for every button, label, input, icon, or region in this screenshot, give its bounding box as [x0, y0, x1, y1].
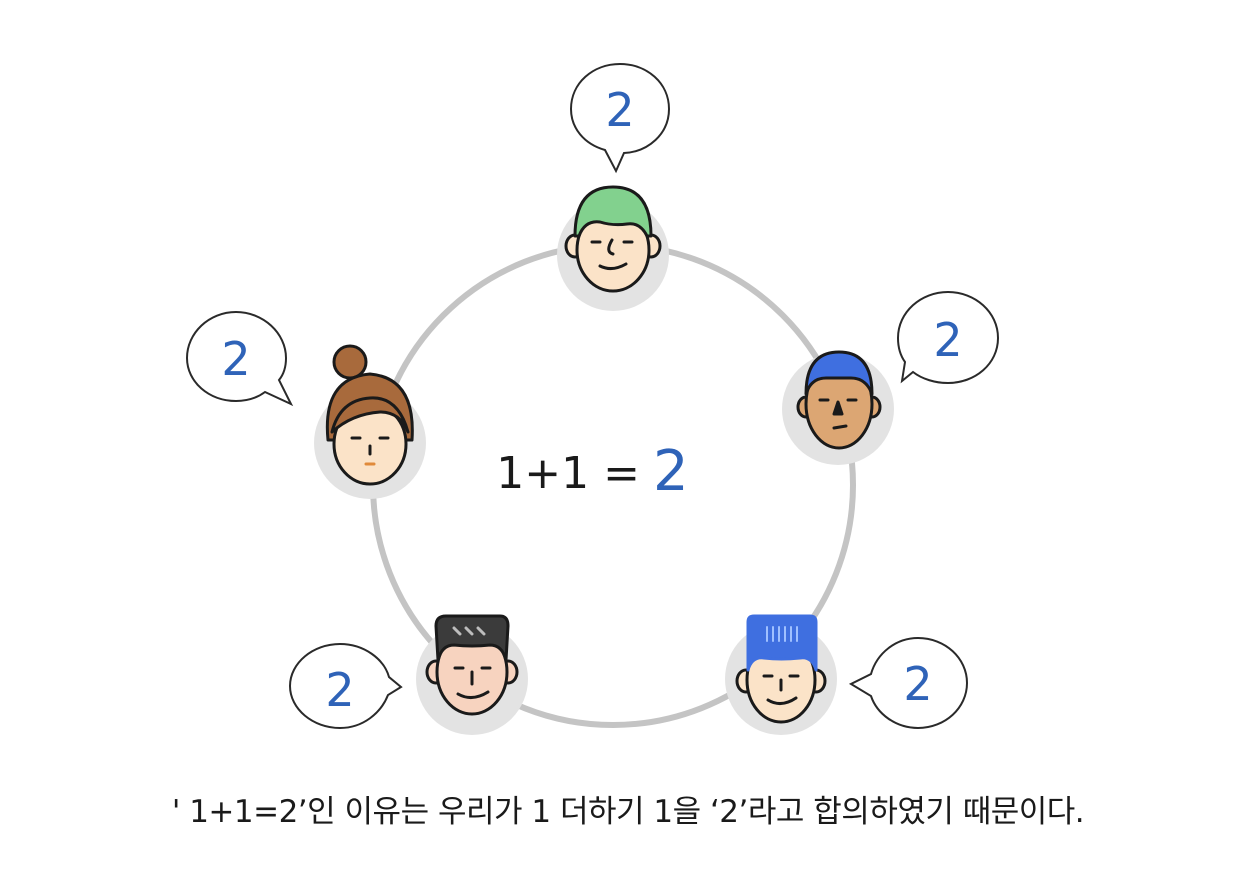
speech-bubble-right: 2 — [896, 290, 1000, 385]
blue-hair-tan-face-icon — [796, 350, 882, 450]
person-bottom-left — [416, 614, 528, 735]
person-top — [557, 185, 669, 311]
speech-bubble-text: 2 — [221, 332, 250, 386]
blue-striped-hair-face-icon — [735, 614, 827, 724]
equation-result: 2 — [653, 439, 689, 504]
center-equation: 1+1 = 2 — [496, 439, 688, 504]
caption: ' 1+1=2’인 이유는 우리가 1 더하기 1을 ‘2’라고 합의하였기 때… — [171, 794, 1085, 830]
speech-bubble-top: 2 — [569, 62, 671, 174]
speech-bubble-text: 2 — [933, 313, 962, 367]
speech-bubble-text: 2 — [605, 83, 634, 137]
speech-bubble-left: 2 — [185, 310, 294, 407]
dark-hair-face-icon — [425, 614, 519, 716]
person-left — [314, 344, 426, 499]
speech-bubble-bottom-left: 2 — [288, 642, 403, 730]
brown-bun-hair-face-icon — [325, 344, 414, 486]
equation-left: 1+1 = — [496, 448, 640, 499]
speech-bubble-bottom-right: 2 — [848, 636, 969, 730]
person-right — [782, 350, 894, 465]
person-bottom-right — [725, 614, 837, 735]
speech-bubble-text: 2 — [903, 657, 932, 711]
green-hair-face-icon — [564, 185, 662, 293]
speech-bubble-text: 2 — [325, 663, 354, 717]
